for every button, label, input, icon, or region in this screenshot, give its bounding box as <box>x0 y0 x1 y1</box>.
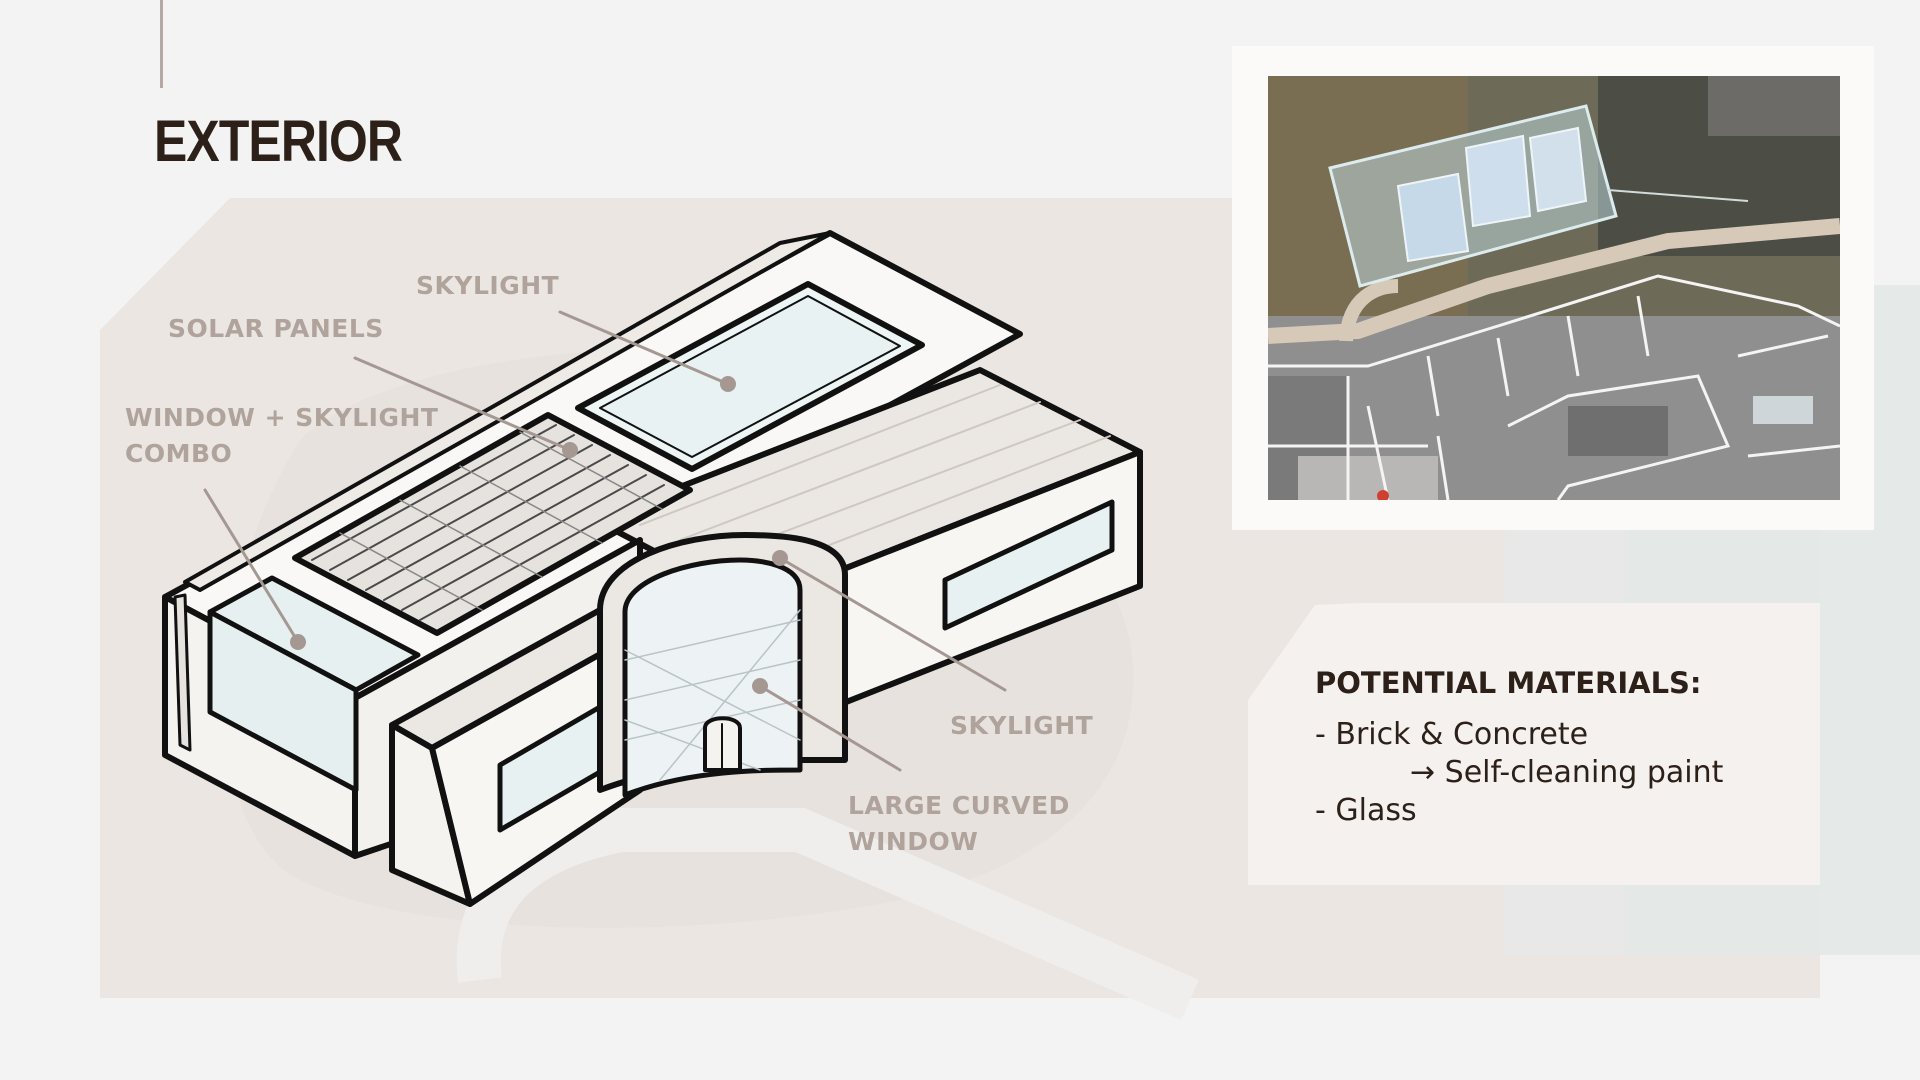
callout-skylight-right: SKYLIGHT <box>950 711 1094 740</box>
aerial-photo-frame <box>1232 46 1874 530</box>
accent-line <box>160 0 163 88</box>
callout-window-skylight-combo: WINDOW + SKYLIGHT COMBO <box>125 403 439 468</box>
material-item: - Glass <box>1315 793 1417 828</box>
material-item: - Brick & Concrete <box>1315 717 1589 752</box>
material-subitem: → Self-cleaning paint <box>1410 755 1724 790</box>
callout-large-curved-window: LARGE CURVED WINDOW <box>848 791 1070 856</box>
callout-skylight-top: SKYLIGHT <box>416 271 560 300</box>
page-title: EXTERIOR <box>154 109 403 174</box>
materials-heading: POTENTIAL MATERIALS: <box>1315 666 1702 700</box>
materials-panel: POTENTIAL MATERIALS: - Brick & Concrete … <box>1315 666 1815 830</box>
aerial-photo <box>1268 76 1840 500</box>
callout-solar-panels: SOLAR PANELS <box>168 314 384 343</box>
